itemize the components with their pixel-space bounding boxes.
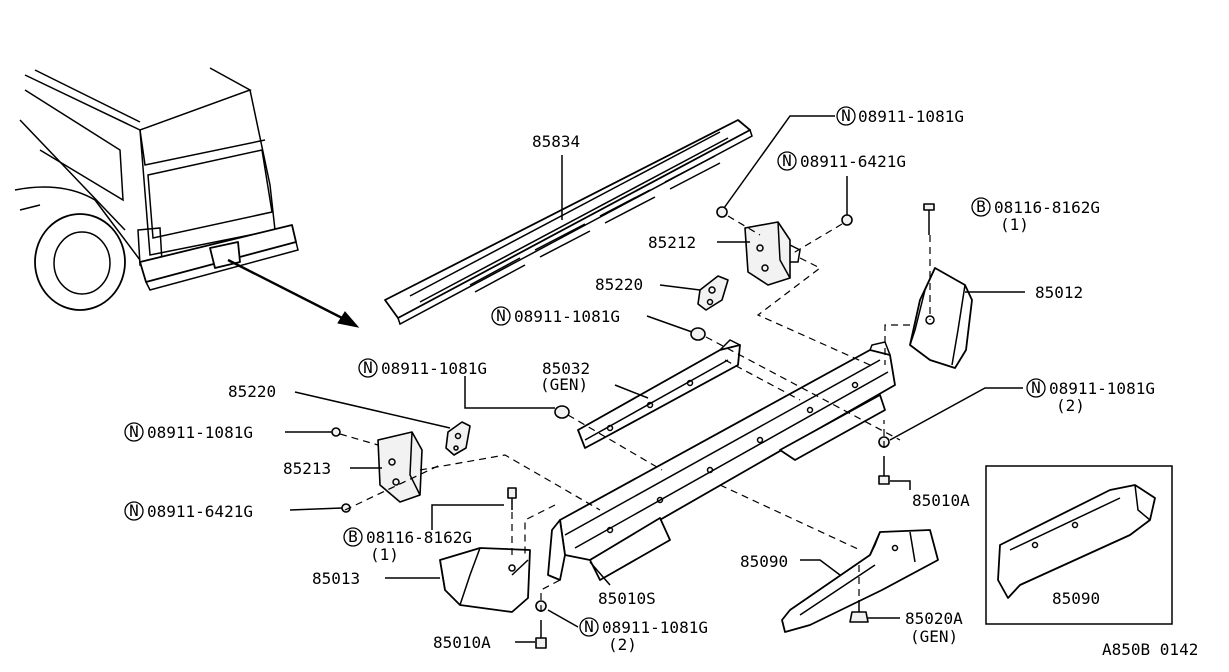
svg-text:N: N (1031, 378, 1041, 397)
label-08911-1081G-bottom: 08911-1081G (602, 618, 708, 637)
marker-n-far-left: N (124, 422, 144, 442)
label-08116-8162G-left-qty: (1) (370, 545, 399, 564)
label-85012: 85012 (1035, 283, 1083, 302)
assembly-lines (339, 215, 931, 612)
label-85212: 85212 (648, 233, 696, 252)
label-85010A-bottom: 85010A (433, 633, 491, 652)
label-08911-1081G-right-qty: (2) (1056, 396, 1085, 415)
bolt-right (923, 203, 935, 235)
label-85213: 85213 (283, 459, 331, 478)
bracket-85212 (744, 221, 801, 286)
label-85834: 85834 (532, 132, 580, 151)
nut-left-1 (331, 427, 341, 437)
label-85090-main: 85090 (740, 552, 788, 571)
bracket-85220-left (445, 421, 471, 456)
nut-85032 (554, 405, 570, 419)
label-85010S: 85010S (598, 589, 656, 608)
label-85020A-note: (GEN) (910, 627, 958, 646)
marker-b-right: B (971, 197, 991, 217)
bolt-85010A-bottom (535, 620, 547, 649)
svg-text:N: N (363, 358, 373, 377)
label-85013: 85013 (312, 569, 360, 588)
figure-code: A850B 0142 (1102, 640, 1198, 659)
marker-n-right: N (1026, 378, 1046, 398)
label-85220-left: 85220 (228, 382, 276, 401)
svg-text:N: N (129, 501, 139, 520)
bracket-85032 (577, 339, 741, 449)
nut-small-1 (716, 206, 728, 218)
label-08911-1081G-top: 08911-1081G (858, 107, 964, 126)
location-arrow (227, 258, 360, 328)
step-pad-85834 (384, 119, 753, 326)
marker-n-bottom: N (579, 617, 599, 637)
bolt-left (507, 487, 517, 510)
bracket-85090 (781, 529, 939, 633)
label-85020A: 85020A (905, 609, 963, 628)
marker-n-mid: N (491, 306, 511, 326)
marker-b-left: B (343, 527, 363, 547)
bracket-85213 (377, 431, 423, 503)
svg-text:B: B (348, 527, 358, 546)
svg-text:N: N (782, 151, 792, 170)
leader-lines (285, 115, 1025, 643)
bolt-85010A-right (878, 456, 890, 485)
marker-n-top: N (836, 106, 856, 126)
label-08911-1081G-far-left: 08911-1081G (147, 423, 253, 442)
label-08911-6421G-left: 08911-6421G (147, 502, 253, 521)
label-08116-8162G-right-qty: (1) (1000, 215, 1029, 234)
label-85010A-right: 85010A (912, 491, 970, 510)
bumper-reinforcement-85010S (547, 341, 896, 581)
clip-85020A (849, 600, 869, 623)
side-bumper-85012 (909, 267, 973, 369)
inset-box (985, 465, 1173, 625)
label-08911-6421G-top: 08911-6421G (800, 152, 906, 171)
nut-small-2 (841, 214, 853, 226)
nut-mid (690, 327, 706, 341)
marker-n-6421-left: N (124, 501, 144, 521)
label-08116-8162G-left: 08116-8162G (366, 528, 472, 547)
svg-text:B: B (976, 197, 986, 216)
svg-text:N: N (496, 306, 506, 325)
label-08911-1081G-left: 08911-1081G (381, 359, 487, 378)
side-bumper-85013 (439, 547, 531, 613)
label-85090-inset: 85090 (1052, 589, 1100, 608)
label-85220-top: 85220 (595, 275, 643, 294)
label-85032: 85032 (542, 359, 590, 378)
marker-n-left: N (358, 358, 378, 378)
label-85032-note: (GEN) (540, 375, 588, 394)
label-08116-8162G-right: 08116-8162G (994, 198, 1100, 217)
label-08911-1081G-bottom-qty: (2) (608, 635, 637, 654)
svg-text:N: N (129, 422, 139, 441)
svg-text:N: N (584, 617, 594, 636)
label-08911-1081G-mid: 08911-1081G (514, 307, 620, 326)
marker-n-6421-top: N (777, 151, 797, 171)
bracket-85220-top (697, 275, 729, 311)
label-08911-1081G-right: 08911-1081G (1049, 379, 1155, 398)
svg-text:N: N (841, 106, 851, 125)
